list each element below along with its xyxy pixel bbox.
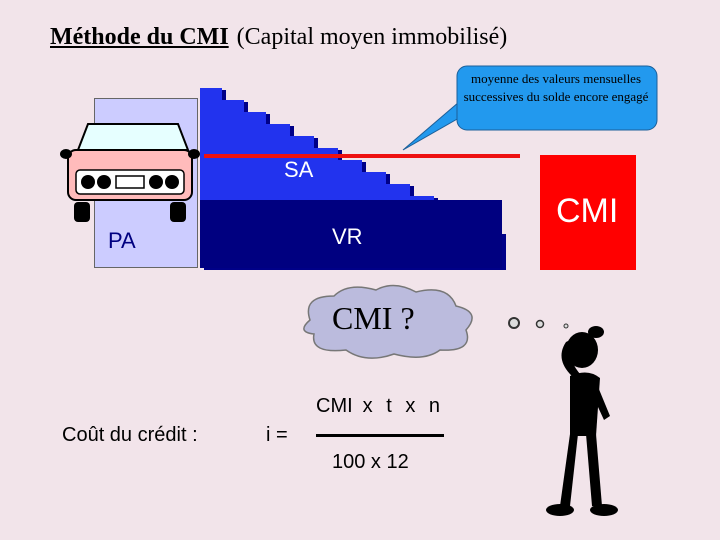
cost-label: Coût du crédit :: [62, 424, 198, 446]
sa-label: SA: [284, 157, 314, 182]
vr-label: VR: [332, 224, 363, 249]
car-icon: [60, 123, 200, 222]
callout-bubble: [402, 65, 658, 151]
numerator-rest: x t x n: [362, 395, 445, 417]
thought-text: CMI ?: [332, 300, 415, 336]
formula-numerator: CMI x t x n: [316, 395, 444, 418]
vr-area: [200, 200, 502, 268]
thinking-man-icon: [546, 326, 618, 516]
page-title: Méthode du CMI (Capital moyen immobilisé): [50, 24, 507, 51]
title-subtitle: (Capital moyen immobilisé): [236, 24, 508, 50]
cmi-label: CMI: [556, 192, 619, 230]
numerator-cmi: CMI: [316, 395, 353, 417]
callout-text: moyenne des valeurs mensuelles successiv…: [463, 71, 649, 104]
thought-bubble: [303, 284, 569, 359]
pa-label: PA: [108, 228, 136, 253]
fraction-line: [316, 434, 444, 437]
cmi-line: [204, 154, 520, 158]
cmi-box: [540, 155, 636, 270]
staircase-diagram: [200, 88, 520, 270]
formula-denominator: 100 x 12: [332, 451, 409, 473]
title-main: Méthode du CMI: [50, 24, 229, 50]
rate-label: i =: [266, 424, 288, 446]
